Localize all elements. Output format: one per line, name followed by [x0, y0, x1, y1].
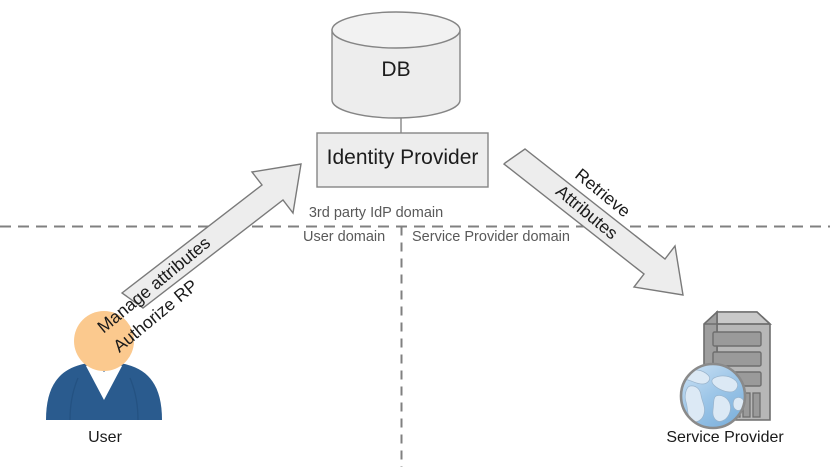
block-arrow-up-right-icon [120, 163, 302, 309]
domain-label-user: User domain [303, 229, 386, 245]
globe-icon [679, 362, 747, 430]
domain-label-idp: 3rd party IdP domain [308, 205, 444, 221]
identity-provider-label: Identity Provider [326, 146, 479, 169]
block-arrow-down-right-icon [502, 148, 684, 296]
service-provider-label: Service Provider [666, 429, 784, 446]
domain-label-service-provider: Service Provider domain [412, 229, 570, 245]
database-cylinder-icon [331, 11, 461, 119]
user-avatar-icon [46, 311, 162, 421]
identity-provider-box [316, 132, 489, 188]
database-label: DB [381, 58, 411, 81]
user-label: User [88, 429, 122, 446]
